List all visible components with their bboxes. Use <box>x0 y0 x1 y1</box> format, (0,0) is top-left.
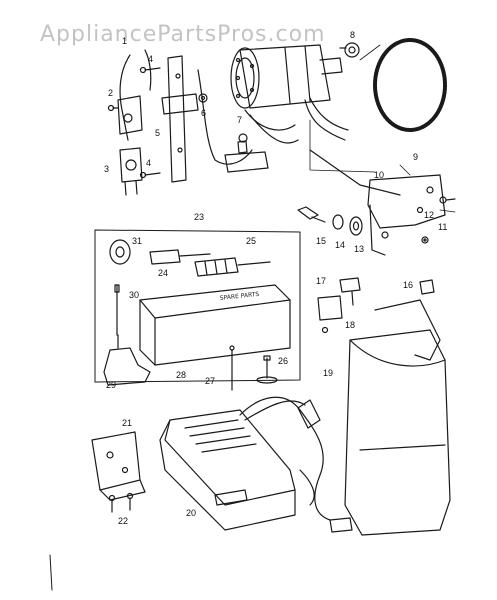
margin-mark <box>49 554 53 591</box>
nut-16 <box>419 279 435 295</box>
bolt-15 <box>297 206 326 223</box>
callout-20: 20 <box>186 508 197 518</box>
callout-13: 13 <box>354 244 365 254</box>
motor <box>230 44 343 109</box>
callout-28: 28 <box>176 370 187 380</box>
accessory-tray <box>94 229 301 383</box>
callout-9: 9 <box>413 152 419 162</box>
pin-27 <box>229 345 235 391</box>
callout-23: 23 <box>194 212 205 222</box>
callout-22: 22 <box>118 516 129 526</box>
callout-30: 30 <box>129 290 140 300</box>
callout-24: 24 <box>158 268 169 278</box>
callout-25: 25 <box>246 236 257 246</box>
washer-14 <box>332 214 344 230</box>
callout-4b: 4 <box>146 158 152 168</box>
guide-lines <box>309 44 456 213</box>
terminal-block <box>224 133 269 173</box>
screws-22 <box>108 492 134 513</box>
callout-4a: 4 <box>148 54 154 64</box>
callout-10: 10 <box>374 170 385 180</box>
screw-11 <box>439 196 456 204</box>
callout-11: 11 <box>438 222 448 232</box>
callout-3: 3 <box>104 164 110 174</box>
lamp-bracket-assembly <box>107 49 152 141</box>
callout-5: 5 <box>155 128 161 138</box>
bracket-18 <box>317 295 343 334</box>
screwdriver-small <box>149 249 211 265</box>
mount-bracket-21 <box>91 431 146 501</box>
screw-4b <box>139 171 161 179</box>
pedal-cord <box>239 396 353 533</box>
box-label: SPARE PARTS <box>219 291 259 302</box>
foot-pedal <box>159 409 296 531</box>
motor-bracket <box>367 174 446 256</box>
bobbin <box>109 239 131 265</box>
callout-26: 26 <box>278 356 289 366</box>
screwdriver-large <box>194 257 271 277</box>
presser-foot <box>103 334 151 386</box>
spare-parts-box <box>139 284 291 366</box>
callout-17: 17 <box>316 276 327 286</box>
lamp-socket <box>119 147 143 196</box>
callout-7: 7 <box>237 115 243 125</box>
callout-14: 14 <box>335 240 346 250</box>
spool-pin <box>256 355 278 384</box>
callout-29: 29 <box>106 380 117 390</box>
mounting-bar <box>161 55 199 183</box>
callout-16: 16 <box>403 280 414 290</box>
callout-2: 2 <box>108 88 114 98</box>
callout-12: 12 <box>424 210 435 220</box>
callout-18: 18 <box>345 320 356 330</box>
callout-1: 1 <box>122 36 128 46</box>
callout-19: 19 <box>323 368 334 378</box>
callout-21: 21 <box>122 418 133 428</box>
screw-4a <box>139 66 161 74</box>
needle <box>114 284 120 336</box>
motor-pulley <box>339 42 360 58</box>
callout-15: 15 <box>316 236 327 246</box>
callout-6: 6 <box>201 108 207 118</box>
wiring <box>197 69 401 196</box>
callout-8: 8 <box>350 30 356 40</box>
belt <box>373 38 447 132</box>
callout-27: 27 <box>205 376 216 386</box>
callout-31: 31 <box>132 236 143 246</box>
spacer-13 <box>349 216 363 236</box>
washer-12 <box>421 236 429 244</box>
clip-17 <box>339 277 361 306</box>
dust-cover <box>344 299 451 536</box>
